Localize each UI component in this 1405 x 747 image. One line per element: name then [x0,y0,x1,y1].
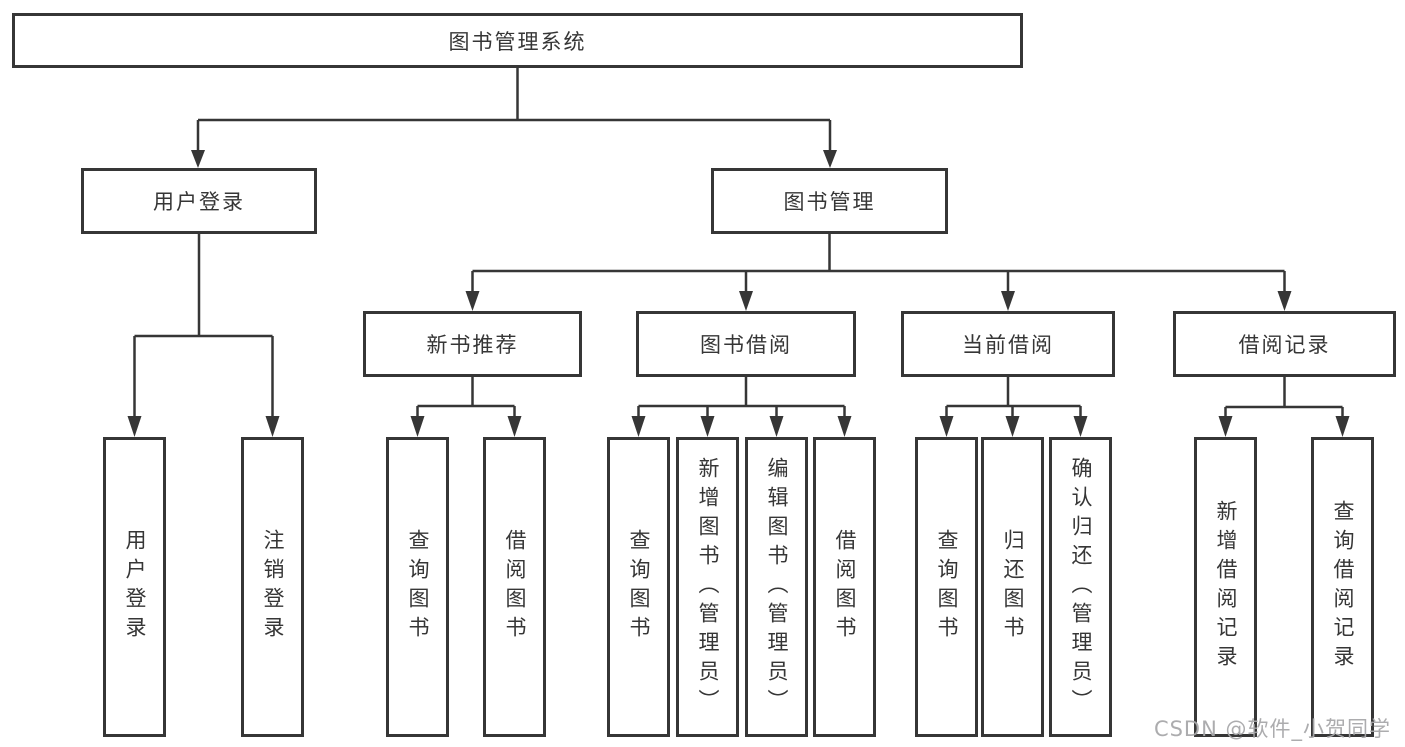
watermark: CSDN @软件_小贺同学 [1153,717,1391,741]
node-add-book-admin: 新增图书（管理员） [676,437,739,737]
node-new-book-recommendation: 新书推荐 [363,311,582,377]
node-return-books: 归还图书 [981,437,1044,737]
node-borrowing-records: 借阅记录 [1173,311,1396,377]
arrowheads [127,150,1350,437]
node-borrow-books-leaf: 借阅图书 [813,437,876,737]
node-book-management: 图书管理 [711,168,948,234]
node-book-borrowing: 图书借阅 [636,311,856,377]
node-library-management-system: 图书管理系统 [12,13,1023,68]
node-user-login: 用户登录 [81,168,317,234]
node-current-borrowing: 当前借阅 [901,311,1115,377]
node-logout-leaf: 注销登录 [241,437,304,737]
node-edit-book-admin: 编辑图书（管理员） [745,437,808,737]
node-user-login-leaf: 用户登录 [103,437,166,737]
node-borrow-books-recommend: 借阅图书 [483,437,546,737]
node-confirm-return-admin: 确认归还（管理员） [1049,437,1112,737]
node-query-books-current: 查询图书 [915,437,978,737]
node-add-borrow-record: 新增借阅记录 [1194,437,1257,737]
node-query-books-recommend: 查询图书 [386,437,449,737]
node-query-books-borrow: 查询图书 [607,437,670,737]
node-query-borrow-record: 查询借阅记录 [1311,437,1374,737]
